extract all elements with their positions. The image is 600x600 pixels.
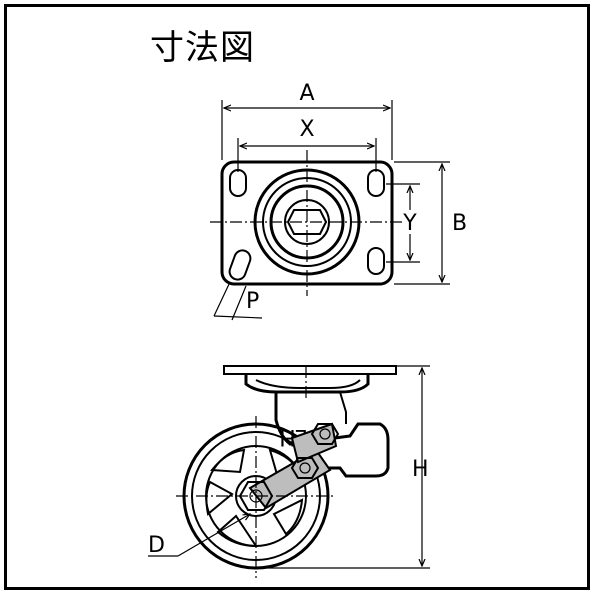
top-view: A X Y B P [210, 81, 467, 321]
page-title: 寸法図 [150, 28, 255, 68]
label-H: H [412, 457, 429, 482]
label-D: D [148, 533, 165, 558]
kingpin-nut [286, 209, 328, 235]
fork-bracket [274, 392, 390, 478]
label-B: B [452, 211, 467, 236]
spoke-window [272, 498, 304, 536]
suspension-link [290, 422, 338, 464]
spoke-window [210, 448, 246, 474]
bolt-slot [367, 247, 385, 275]
bolt-slot [228, 249, 252, 281]
diagram-frame [4, 4, 590, 590]
label-P: P [246, 289, 259, 314]
label-X: X [299, 117, 314, 142]
side-view: LH H D [148, 365, 430, 578]
swivel-head [244, 374, 370, 394]
bolt-slot [367, 169, 385, 197]
pivot-bolt-upper [310, 423, 340, 445]
label-Y: Y [402, 211, 417, 236]
bolt-slot [229, 169, 247, 197]
side-top-plate [223, 365, 397, 375]
leader-D [177, 514, 250, 557]
leader-P [213, 315, 263, 319]
spoke-window [205, 480, 234, 516]
pivot-bolt [290, 457, 320, 479]
label-A: A [299, 81, 314, 106]
